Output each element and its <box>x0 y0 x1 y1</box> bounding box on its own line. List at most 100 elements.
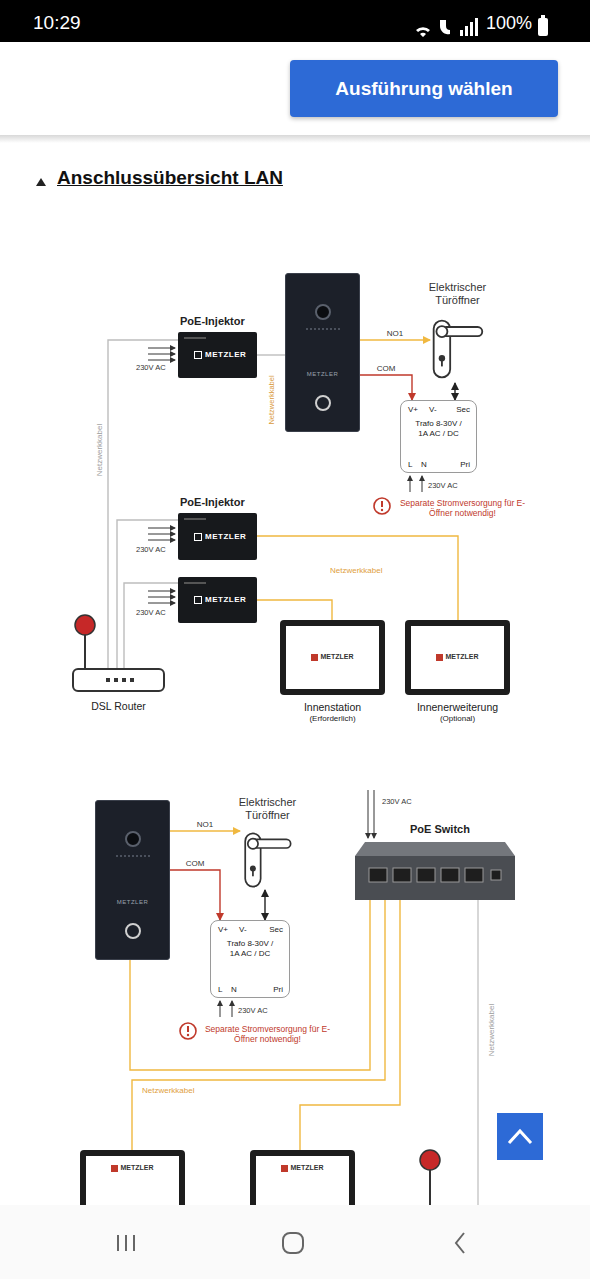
router-port <box>106 678 110 682</box>
device-caption: DSL Router <box>91 700 145 712</box>
call-button <box>125 923 141 939</box>
brand-name: METZLER <box>121 1164 154 1171</box>
speaker-grille <box>306 328 340 330</box>
brand-logo <box>194 596 202 604</box>
switch-port <box>491 870 501 880</box>
cable-label: Netzwerkkabel <box>142 1086 194 1095</box>
connector <box>117 520 178 668</box>
diagram-node: DSL Router <box>72 668 165 692</box>
signal-label: NO1 <box>385 329 405 338</box>
device-caption: Innenerweiterung <box>417 701 498 713</box>
brand-logo <box>311 654 318 661</box>
diagram-node: Elektrischer Türöffner <box>430 315 485 383</box>
component-heading: Elektrischer Türöffner <box>412 281 504 307</box>
diagram-node: Elektrischer Türöffner <box>240 830 295 890</box>
handle-rose <box>248 839 258 849</box>
call-button <box>315 395 331 411</box>
power-label: 230V AC <box>136 545 166 554</box>
connector <box>170 870 220 920</box>
signal-label: NO1 <box>195 820 215 829</box>
switch-port <box>441 868 459 882</box>
device-highlight <box>184 337 206 339</box>
connector <box>124 583 178 668</box>
diagram-node: V+V-SecTrafo 8-30V / 1A AC / DCLNPri <box>210 920 290 998</box>
nav-bar <box>0 1205 590 1279</box>
button-label: Ausführung wählen <box>335 78 512 100</box>
handle-rose <box>436 326 447 337</box>
brand-name: METZLER <box>117 899 149 905</box>
switch-port <box>393 868 411 882</box>
brand-name: METZLER <box>205 595 246 604</box>
speaker-grille <box>116 855 150 857</box>
switch-port <box>465 868 483 882</box>
device-highlight <box>184 518 206 520</box>
device-heading: PoE-Injektor <box>180 496 245 508</box>
connector <box>170 830 240 831</box>
connector <box>108 340 178 668</box>
connector <box>257 600 332 620</box>
switch-top <box>355 842 515 856</box>
warning-note: Separate Stromversorgung für E-Öffner no… <box>200 1024 335 1044</box>
connector <box>360 375 412 400</box>
door-handle <box>430 315 485 383</box>
brand-name: METZLER <box>205 350 246 359</box>
diagram-node: METZLER <box>178 577 257 623</box>
device-caption-note: (Optional) <box>440 714 475 723</box>
cable-label: Netzwerkkabel <box>95 424 104 476</box>
camera-lens <box>125 831 141 847</box>
status-bar <box>0 0 590 42</box>
terminal-label: N <box>231 985 237 994</box>
diagram-node: METZLER <box>95 800 170 960</box>
diagram-node: METZLERInnenerweiterung(Optional) <box>405 620 510 695</box>
camera-lens <box>315 304 331 320</box>
status-time: 10:29 <box>33 12 81 34</box>
section-heading: Anschlussübersicht LAN <box>57 167 283 189</box>
brand-name: METZLER <box>446 653 479 660</box>
terminal-label: L <box>408 460 412 469</box>
power-label: 230V AC <box>136 363 166 372</box>
power-label: 230V AC <box>136 608 166 617</box>
handle-plate <box>245 833 260 886</box>
scroll-top-button <box>497 1113 543 1160</box>
terminal-label: Pri <box>460 460 470 469</box>
transformer-spec: Trafo 8-30V / 1A AC / DC <box>410 419 468 438</box>
connector <box>264 890 265 920</box>
terminal-label: V+ <box>408 405 418 414</box>
connector <box>360 339 430 340</box>
brand-logo <box>194 351 202 359</box>
router-port <box>114 678 118 682</box>
switch-port <box>369 868 387 882</box>
router-antenna <box>420 1150 440 1210</box>
cable-label: Netzwerkkabel <box>330 566 382 575</box>
power-arrows <box>148 348 422 1017</box>
terminal-label: V+ <box>218 925 228 934</box>
terminal-label: Pri <box>273 985 283 994</box>
device-heading: PoE Switch <box>410 823 470 835</box>
device-caption-note: (Erforderlich) <box>309 714 355 723</box>
switch-port <box>417 868 435 882</box>
terminal-label: V- <box>429 405 437 414</box>
terminal-label: Sec <box>456 405 470 414</box>
connector <box>257 536 458 620</box>
brand-name: METZLER <box>291 1164 324 1171</box>
warning-note: Separate Stromversorgung für E-Öffner no… <box>395 498 530 518</box>
signal-label: COM <box>375 364 398 373</box>
network-cable <box>477 900 478 1210</box>
brand-logo <box>281 1165 288 1172</box>
diagram-node: METZLERInnenstation(Erforderlich) <box>280 620 385 695</box>
diagram-node: PoE-InjektorMETZLER <box>178 513 257 560</box>
action-button: Ausführung wählen <box>290 60 558 117</box>
signal-label: COM <box>184 859 207 868</box>
collapse-triangle <box>36 178 46 186</box>
brand-logo <box>194 533 202 541</box>
brand-name: METZLER <box>205 532 246 541</box>
diagram-node: METZLER <box>285 273 360 432</box>
router-antenna <box>75 615 95 668</box>
keyhole <box>252 869 254 877</box>
power-label: 230V AC <box>428 481 458 490</box>
device-heading: PoE-Injektor <box>180 315 245 327</box>
header-shadow <box>0 135 590 143</box>
router-port <box>130 678 134 682</box>
connector <box>454 383 455 400</box>
